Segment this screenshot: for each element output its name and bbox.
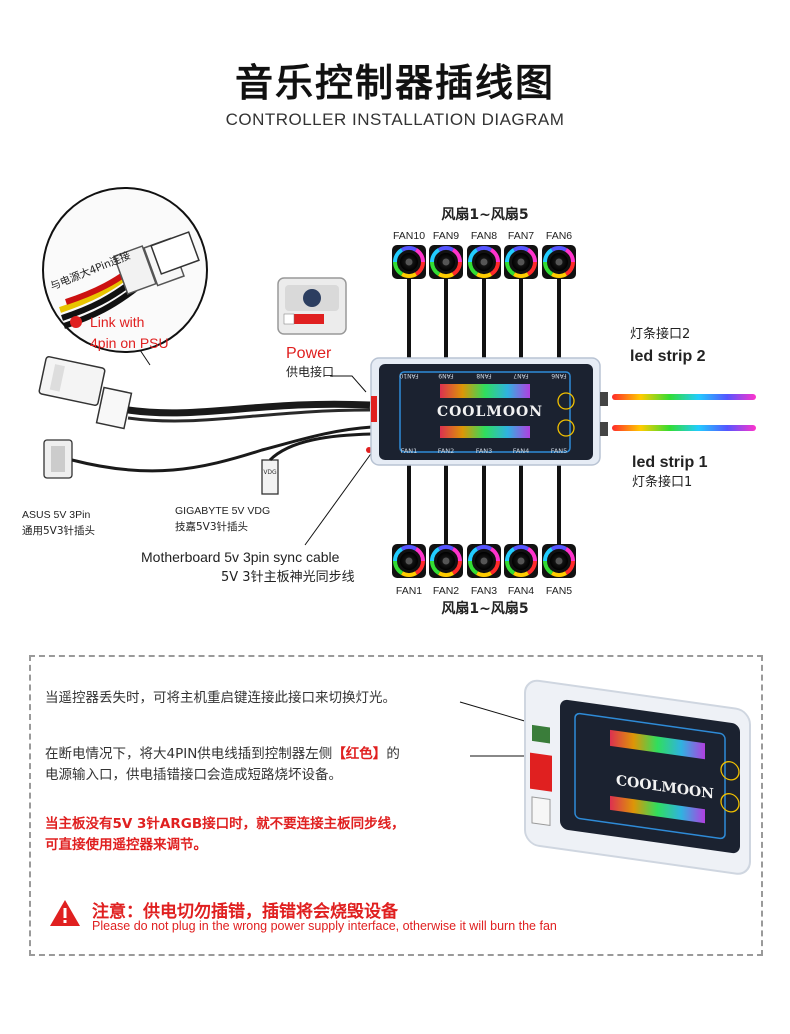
bottom-fan-1: FAN1 xyxy=(392,462,426,597)
top-fan-label-1: FAN10 xyxy=(393,230,425,242)
gigabyte-label-line2: 技嘉5V3针插头 xyxy=(175,520,248,533)
controller-bottom-label-1: FAN1 xyxy=(401,447,418,455)
top-fan-4: FAN7 xyxy=(504,230,538,362)
top-fan-label-3: FAN8 xyxy=(471,230,497,242)
controller-top-label-1: FAN10 xyxy=(399,372,418,379)
bottom-fan-4: FAN4 xyxy=(504,462,538,597)
sync-cable-label-cn: 5V 3针主板神光同步线 xyxy=(221,570,355,585)
note-line3: 电源输入口，供电插错接口会造成短路烧坏设备。 xyxy=(45,767,342,783)
bottom-fan-label-5: FAN5 xyxy=(546,585,572,597)
controller-brand: COOLMOON xyxy=(437,404,543,420)
note-line2: 在断电情况下，将大4PIN供电线插到控制器左侧【红色】的 xyxy=(45,744,400,765)
bottom-fan-label-1: FAN1 xyxy=(396,585,422,597)
controller-bottom-label-4: FAN4 xyxy=(513,447,530,455)
led-strip-1 xyxy=(600,422,756,436)
power-label-cn: 供电接口 xyxy=(286,364,334,379)
psu-red-dot-icon xyxy=(70,316,82,328)
asus-label-line1: ASUS 5V 3Pin xyxy=(22,509,90,521)
led-strip-1-en: led strip 1 xyxy=(632,454,708,471)
molex-connector xyxy=(38,355,133,430)
power-label-en: Power xyxy=(286,345,332,362)
psu-link-line2: 4pin on PSU xyxy=(90,335,169,351)
fans-top-group-label: 风扇1~风扇5 xyxy=(441,206,528,223)
sync-cable-label-en: Motherboard 5v 3pin sync cable xyxy=(141,549,340,565)
page-subtitle: CONTROLLER INSTALLATION DIAGRAM xyxy=(225,110,565,129)
power-connector-inset xyxy=(277,277,347,335)
controller-top-labels: FAN10 FAN9 FAN8 FAN7 FAN6 xyxy=(399,372,566,379)
fans-top-row: FAN10 FAN9 FAN8 FAN7 FAN6 xyxy=(392,230,576,362)
note-line2-c: 的 xyxy=(386,746,400,762)
bottom-fan-3: FAN3 xyxy=(467,462,501,597)
fans-bottom-group-label: 风扇1~风扇5 xyxy=(441,600,528,617)
sync-cable-gigabyte xyxy=(268,432,373,462)
controller-bottom-labels: FAN1 FAN2 FAN3 FAN4 FAN5 xyxy=(401,447,568,455)
led-strip-2-en: led strip 2 xyxy=(630,348,706,365)
caution-en: Please do not plug in the wrong power su… xyxy=(92,919,557,933)
led-strip-1-cn: 灯条接口1 xyxy=(632,474,692,490)
note-warning-line1: 当主板没有5V 3针ARGB接口时，就不要连接主板同步线， xyxy=(45,816,405,832)
note-warning-line2: 可直接使用遥控器来调节。 xyxy=(45,837,207,853)
note-line1: 当遥控器丢失时，可将主机重启键连接此接口来切换灯光。 xyxy=(45,690,396,706)
controller-main xyxy=(370,357,601,466)
controller-top-label-4: FAN7 xyxy=(513,372,528,379)
notes-panel xyxy=(29,655,763,956)
controller-bottom-label-5: FAN5 xyxy=(551,447,568,455)
controller-top-label-2: FAN9 xyxy=(438,372,453,379)
controller-bottom-label-2: FAN2 xyxy=(438,447,455,455)
led-strip-2-cn: 灯条接口2 xyxy=(630,326,690,342)
gigabyte-label-line1: GIGABYTE 5V VDG xyxy=(175,505,270,517)
bottom-fan-label-4: FAN4 xyxy=(508,585,534,597)
controller-top-label-5: FAN6 xyxy=(551,372,566,379)
power-cable xyxy=(127,400,371,417)
top-fan-5: FAN6 xyxy=(542,230,576,362)
top-fan-2: FAN9 xyxy=(429,230,463,362)
asus-3pin-connector xyxy=(43,439,73,479)
asus-label-line2: 通用5V3针插头 xyxy=(22,524,95,537)
bottom-fan-label-3: FAN3 xyxy=(471,585,497,597)
bottom-fan-5: FAN5 xyxy=(542,462,576,597)
bottom-fan-2: FAN2 xyxy=(429,462,463,597)
top-fan-label-4: FAN7 xyxy=(508,230,534,242)
top-fan-1: FAN10 xyxy=(392,230,426,362)
psu-magnifier xyxy=(42,187,208,353)
psu-link-line1: Link with xyxy=(90,314,144,330)
page-title: 音乐控制器插线图 xyxy=(234,61,555,105)
fans-bottom-row: FAN1 FAN2 FAN3 FAN4 FAN5 xyxy=(392,462,576,597)
top-fan-label-5: FAN6 xyxy=(546,230,572,242)
note-line2-red: 【红色】 xyxy=(332,746,387,762)
led-strip-2 xyxy=(600,392,756,406)
controller-top-label-3: FAN8 xyxy=(476,372,491,379)
top-fan-label-2: FAN9 xyxy=(433,230,459,242)
caution-cn: 注意：供电切勿插错，插错将会烧毁设备 xyxy=(92,902,398,922)
controller-side-view: COOLMOON xyxy=(459,679,751,875)
sync-cable-asus xyxy=(71,425,373,473)
svg-text:VDG: VDG xyxy=(263,469,277,476)
controller-bottom-label-3: FAN3 xyxy=(476,447,493,455)
warning-triangle-icon xyxy=(50,900,80,926)
gigabyte-vdg-connector: VDG xyxy=(261,459,279,495)
note-line2-a: 在断电情况下，将大4PIN供电线插到控制器左侧 xyxy=(45,746,333,762)
top-fan-3: FAN8 xyxy=(467,230,501,362)
wiring-diagram: 与电源大4Pin连接 Link with 4pin on PSU Power 供… xyxy=(22,187,756,617)
bottom-fan-label-2: FAN2 xyxy=(433,585,459,597)
